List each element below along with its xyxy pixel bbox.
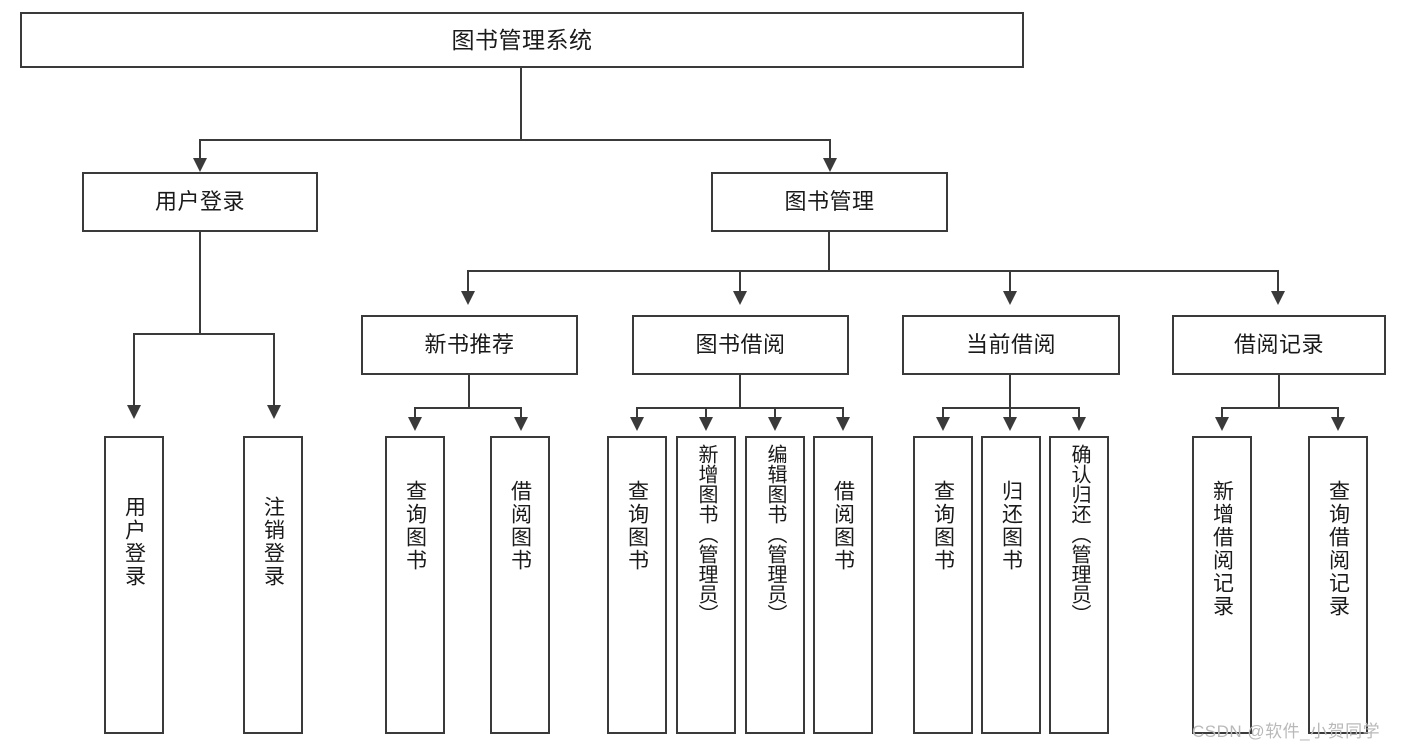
arrow-head-current-borrow-0: [936, 417, 950, 431]
connector-new-book-drop-1: [520, 407, 522, 421]
arrow-head-borrow-records-0: [1215, 417, 1229, 431]
node-label: 图书管理系统: [451, 26, 593, 53]
leaf-borrow-book-recommend[interactable]: 借阅图书: [490, 436, 550, 734]
connector-level2-drop-1: [739, 270, 741, 295]
node-label: 用户登录: [122, 496, 146, 588]
node-label: 借阅图书: [831, 480, 855, 572]
connector-level1-bus: [199, 139, 830, 141]
node-borrow-records[interactable]: 借阅记录: [1172, 315, 1386, 375]
connector-borrow-records-drop-1: [1337, 407, 1339, 421]
connector-borrow-records-trunk: [1278, 375, 1280, 408]
node-label: 查询图书: [403, 480, 427, 572]
node-label: 查询借阅记录: [1326, 480, 1350, 618]
node-label: 图书借阅: [695, 332, 786, 358]
connector-level2-drop-2: [1009, 270, 1011, 295]
node-label: 归还图书: [999, 480, 1023, 572]
node-user-login[interactable]: 用户登录: [82, 172, 318, 232]
node-label: 新增图书（管理员）: [695, 444, 717, 624]
arrow-head-user-login-1: [267, 405, 281, 419]
connector-level2-drop-3: [1277, 270, 1279, 295]
node-label: 借阅记录: [1233, 332, 1324, 358]
node-new-book-recommend[interactable]: 新书推荐: [361, 315, 578, 375]
connector-current-borrow-drop-2: [1078, 407, 1080, 421]
leaf-query-book-recommend[interactable]: 查询图书: [385, 436, 445, 734]
leaf-confirm-return-admin[interactable]: 确认归还（管理员）: [1049, 436, 1109, 734]
connector-book-borrow-drop-3: [842, 407, 844, 421]
leaf-logout[interactable]: 注销登录: [243, 436, 303, 734]
arrow-head-book-borrow-0: [630, 417, 644, 431]
connector-root-trunk: [520, 68, 522, 140]
connector-new-book-drop-0: [414, 407, 416, 421]
node-label: 当前借阅: [965, 332, 1056, 358]
node-label: 编辑图书（管理员）: [764, 444, 786, 624]
arrow-head-book-borrow-2: [768, 417, 782, 431]
arrow-head-level1-0: [193, 158, 207, 172]
node-label: 确认归还（管理员）: [1068, 444, 1090, 624]
connector-book-borrow-trunk: [739, 375, 741, 408]
connector-book-borrow-drop-1: [705, 407, 707, 421]
arrow-head-level2-1: [733, 291, 747, 305]
leaf-return-book[interactable]: 归还图书: [981, 436, 1041, 734]
connector-new-book-bus: [415, 407, 522, 409]
connector-level2-bus: [468, 270, 1279, 272]
connector-current-borrow-drop-0: [942, 407, 944, 421]
connector-user-login-drop-0: [133, 333, 135, 409]
node-label: 图书管理: [784, 189, 875, 215]
leaf-add-borrow-record[interactable]: 新增借阅记录: [1192, 436, 1252, 734]
arrow-head-user-login-0: [127, 405, 141, 419]
arrow-head-level2-2: [1003, 291, 1017, 305]
connector-level2-drop-0: [467, 270, 469, 295]
connector-book-management-trunk: [828, 232, 830, 271]
arrow-head-level1-1: [823, 158, 837, 172]
arrow-head-book-borrow-3: [836, 417, 850, 431]
leaf-borrow-book[interactable]: 借阅图书: [813, 436, 873, 734]
arrow-head-new-book-1: [514, 417, 528, 431]
connector-borrow-records-drop-0: [1221, 407, 1223, 421]
arrow-head-new-book-0: [408, 417, 422, 431]
node-label: 借阅图书: [508, 480, 532, 572]
connector-current-borrow-bus: [943, 407, 1080, 409]
connector-user-login-trunk: [199, 232, 201, 334]
leaf-edit-book-admin[interactable]: 编辑图书（管理员）: [745, 436, 805, 734]
arrow-head-borrow-records-1: [1331, 417, 1345, 431]
connector-user-login-bus: [134, 333, 275, 335]
arrow-head-current-borrow-2: [1072, 417, 1086, 431]
connector-book-borrow-drop-2: [774, 407, 776, 421]
connector-current-borrow-trunk: [1009, 375, 1011, 408]
connector-current-borrow-drop-1: [1009, 407, 1011, 421]
connector-book-borrow-drop-0: [636, 407, 638, 421]
connector-level1-drop-0: [199, 139, 201, 165]
csdn-watermark: CSDN @软件_小贺同学: [1192, 722, 1381, 741]
node-label: 查询图书: [931, 480, 955, 572]
connector-borrow-records-bus: [1222, 407, 1339, 409]
arrow-head-level2-0: [461, 291, 475, 305]
connector-book-borrow-bus: [637, 407, 844, 409]
node-label: 用户登录: [154, 189, 245, 215]
node-label: 注销登录: [261, 496, 285, 588]
node-book-borrow[interactable]: 图书借阅: [632, 315, 849, 375]
leaf-query-borrow-record[interactable]: 查询借阅记录: [1308, 436, 1368, 734]
node-label: 查询图书: [625, 480, 649, 572]
leaf-user-login[interactable]: 用户登录: [104, 436, 164, 734]
arrow-head-current-borrow-1: [1003, 417, 1017, 431]
connector-level1-drop-1: [829, 139, 831, 165]
node-book-management[interactable]: 图书管理: [711, 172, 948, 232]
arrow-head-level2-3: [1271, 291, 1285, 305]
leaf-query-book-current[interactable]: 查询图书: [913, 436, 973, 734]
leaf-query-book-borrow[interactable]: 查询图书: [607, 436, 667, 734]
leaf-add-book-admin[interactable]: 新增图书（管理员）: [676, 436, 736, 734]
node-label: 新书推荐: [424, 332, 515, 358]
connector-new-book-trunk: [468, 375, 470, 408]
arrow-head-book-borrow-1: [699, 417, 713, 431]
connector-user-login-drop-1: [273, 333, 275, 409]
node-root-book-management-system[interactable]: 图书管理系统: [20, 12, 1024, 68]
node-label: 新增借阅记录: [1210, 480, 1234, 618]
node-current-borrow[interactable]: 当前借阅: [902, 315, 1120, 375]
